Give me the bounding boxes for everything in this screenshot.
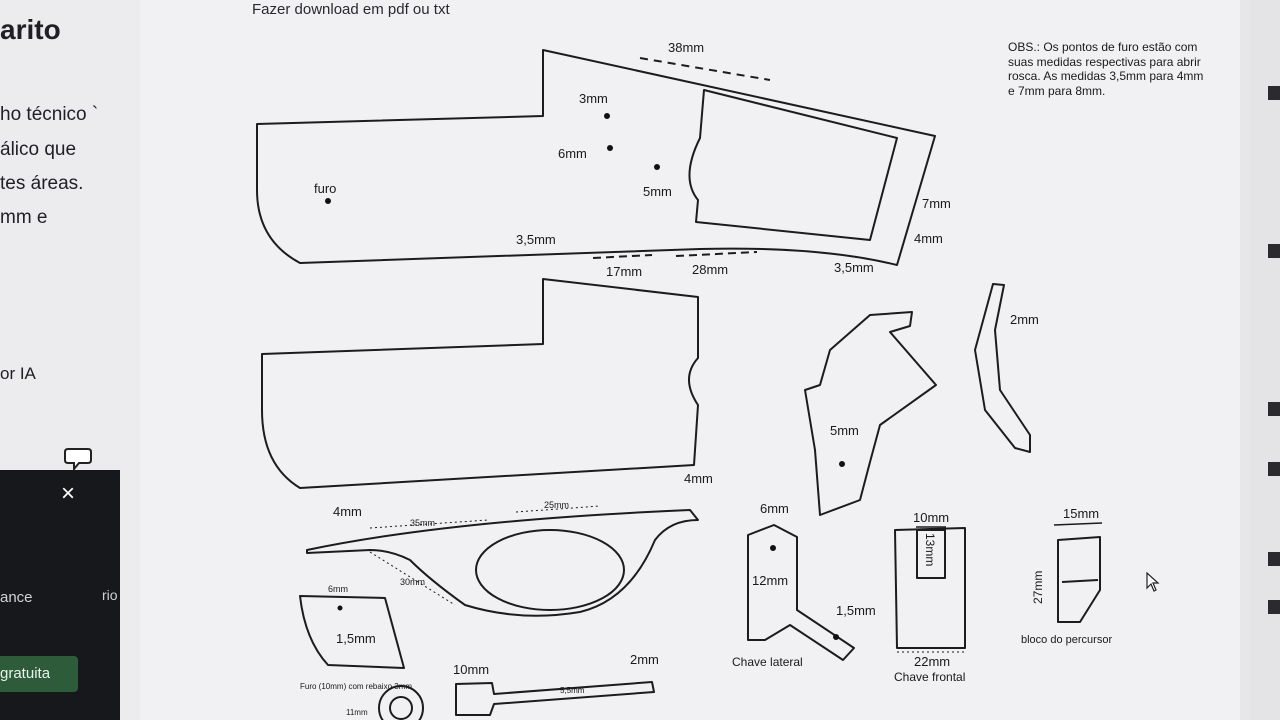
label-28mm: 28mm <box>692 262 728 277</box>
sidebar-text-line-1: ho técnico ` <box>0 104 99 125</box>
mouse-cursor-icon <box>1146 572 1160 592</box>
label-2mm-spring: 2mm <box>1010 312 1039 327</box>
hole-6mm-chave <box>770 545 776 551</box>
dim-line-15 <box>1053 522 1103 526</box>
label-7mm: 7mm <box>922 196 951 211</box>
sidebar-text-line-3: tes áreas. <box>0 173 84 194</box>
dim-line-27 <box>1061 579 1099 583</box>
sidebar-text-line-4: mm e <box>0 207 48 228</box>
label-4mm-guard-right: 4mm <box>684 471 713 486</box>
label-3-5mm-right: 3,5mm <box>834 260 874 275</box>
download-link[interactable]: Fazer download em pdf ou txt <box>252 1 450 18</box>
label-5mm: 5mm <box>643 184 672 199</box>
label-25mm-small: 25mm <box>544 500 569 510</box>
label-6mm-small: 6mm <box>328 584 348 594</box>
label-1-5mm-chave: 1,5mm <box>836 603 876 618</box>
label-10mm: 10mm <box>913 510 949 525</box>
hole-3mm <box>604 113 610 119</box>
edge-widget <box>1268 600 1280 614</box>
hole-5mm-hammer <box>839 461 845 467</box>
sidebar-text-line-2: álico que <box>0 139 77 160</box>
edge-widget <box>1268 402 1280 416</box>
trigger-guard-outline <box>306 509 699 617</box>
sear-piece-outline <box>299 595 405 669</box>
page-title-fragment: arito <box>0 14 61 45</box>
trigger-guard-loop <box>475 529 625 611</box>
chave-frontal-outline <box>894 527 966 649</box>
label-6mm: 6mm <box>558 146 587 161</box>
popup-text-secondary: rio <box>102 587 118 603</box>
label-11mm: 11mm <box>346 708 368 717</box>
label-3-5mm-left: 3,5mm <box>516 232 556 247</box>
label-35mm-small: 35mm <box>410 518 435 528</box>
hole-furo <box>325 198 331 204</box>
dim-dash-28 <box>675 251 758 257</box>
receiver-window-cutout <box>688 89 898 241</box>
edge-widget <box>1268 244 1280 258</box>
chave-lateral-outline <box>747 524 855 661</box>
edge-widget <box>1268 552 1280 566</box>
obs-note: OBS.: Os pontos de furo estão com suas m… <box>1008 40 1204 98</box>
label-22mm: 22mm <box>914 654 950 669</box>
receiver-plate-bottom-outline <box>261 278 699 489</box>
popup-text: ance <box>0 589 33 606</box>
label-chave-frontal: Chave frontal <box>894 670 965 684</box>
label-furo: furo <box>314 181 336 196</box>
dim-line-30 <box>369 551 456 606</box>
free-trial-button[interactable]: gratuita <box>0 656 78 692</box>
edge-widget <box>1268 86 1280 100</box>
label-bloco-percursor: bloco do percursor <box>1021 634 1112 646</box>
label-27mm: 27mm <box>1031 571 1045 604</box>
spring-piece-outline <box>974 283 1031 453</box>
hole-5mm <box>654 164 660 170</box>
label-5mm-hammer: 5mm <box>830 423 859 438</box>
hammer-piece-outline <box>804 311 937 516</box>
dim-line-25 <box>515 505 601 513</box>
label-4mm-guard-left: 4mm <box>333 504 362 519</box>
label-5-5mm: 5,5mm <box>560 686 585 695</box>
label-15mm: 15mm <box>1063 506 1099 521</box>
hole-15mm-chave <box>833 634 839 640</box>
label-38mm: 38mm <box>668 40 704 55</box>
label-6mm-chave: 6mm <box>760 501 789 516</box>
label-30mm-small: 30mm <box>400 577 425 587</box>
label-1-5mm-sear: 1,5mm <box>336 631 376 646</box>
comment-icon[interactable] <box>64 446 94 472</box>
receiver-plate-top-outline <box>256 49 936 266</box>
label-17mm: 17mm <box>606 264 642 279</box>
edge-widget <box>1268 462 1280 476</box>
label-4mm-side: 4mm <box>914 231 943 246</box>
label-13mm: 13mm <box>923 533 937 566</box>
chave-frontal-slot <box>916 529 946 579</box>
label-3mm: 3mm <box>579 91 608 106</box>
hole-15mm-sear <box>337 605 343 611</box>
label-12mm: 12mm <box>752 573 788 588</box>
furo-circle-inner <box>389 696 413 720</box>
label-2mm-bar: 2mm <box>630 652 659 667</box>
dim-dash-38 <box>639 57 771 81</box>
close-icon[interactable]: × <box>61 480 76 507</box>
right-browser-edge <box>1250 0 1280 720</box>
label-chave-lateral: Chave lateral <box>732 655 803 669</box>
dim-dash-17 <box>592 254 653 259</box>
label-furo-note: Furo (10mm) com rebaixo 3mm <box>300 682 412 691</box>
label-10mm-bar: 10mm <box>453 662 489 677</box>
document-page <box>140 0 1240 720</box>
furo-circle <box>378 685 424 720</box>
bloco-percursor-outline <box>1057 536 1101 623</box>
sidebar-ia-text: or IA <box>0 364 36 383</box>
hole-6mm <box>607 145 613 151</box>
bottom-bar-outline <box>455 681 655 716</box>
